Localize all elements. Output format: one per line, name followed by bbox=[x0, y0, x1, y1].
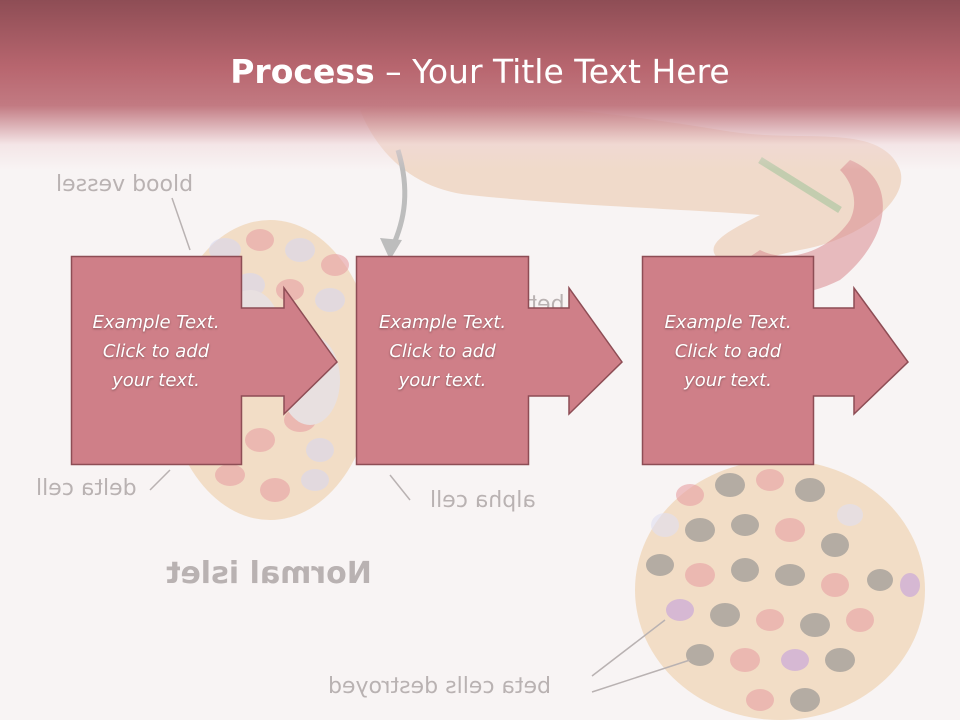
pointer-arrow-head bbox=[380, 238, 402, 260]
step-2-text[interactable]: Example Text. Click to add your text. bbox=[378, 312, 507, 391]
step-3-shape bbox=[641, 255, 909, 466]
normal-islet-label: Normal islet bbox=[166, 556, 372, 591]
destroyed-islet-cells bbox=[646, 469, 920, 712]
blood-vessel-label: blood vessel bbox=[56, 172, 194, 197]
title-rest: – Your Title Text Here bbox=[374, 52, 730, 91]
alpha-cell-label: alpha cell bbox=[430, 488, 536, 513]
title-bold: Process bbox=[230, 52, 375, 91]
beta-cells-destroyed-label: beta cells destroyed bbox=[328, 674, 552, 699]
blood-vessel-line bbox=[171, 197, 191, 251]
step-2-shape bbox=[355, 255, 623, 466]
alpha-cell-line bbox=[389, 474, 411, 501]
title-banner bbox=[0, 0, 960, 170]
process-step-1[interactable]: Example Text. Click to add your text. bbox=[70, 255, 338, 466]
delta-cell-label: delta cell bbox=[36, 476, 137, 501]
step-1-shape bbox=[70, 255, 338, 466]
destroyed-line-1 bbox=[591, 619, 666, 677]
step-3-text[interactable]: Example Text. Click to add your text. bbox=[664, 312, 792, 391]
process-step-3[interactable]: Example Text. Click to add your text. bbox=[641, 255, 909, 466]
delta-cell-line bbox=[149, 469, 171, 491]
slide-title[interactable]: Process – Your Title Text Here bbox=[0, 52, 960, 91]
destroyed-line-2 bbox=[591, 659, 691, 693]
step-1-text[interactable]: Example Text. Click to add your text. bbox=[92, 312, 220, 391]
process-step-2[interactable]: Example Text. Click to add your text. bbox=[355, 255, 623, 466]
